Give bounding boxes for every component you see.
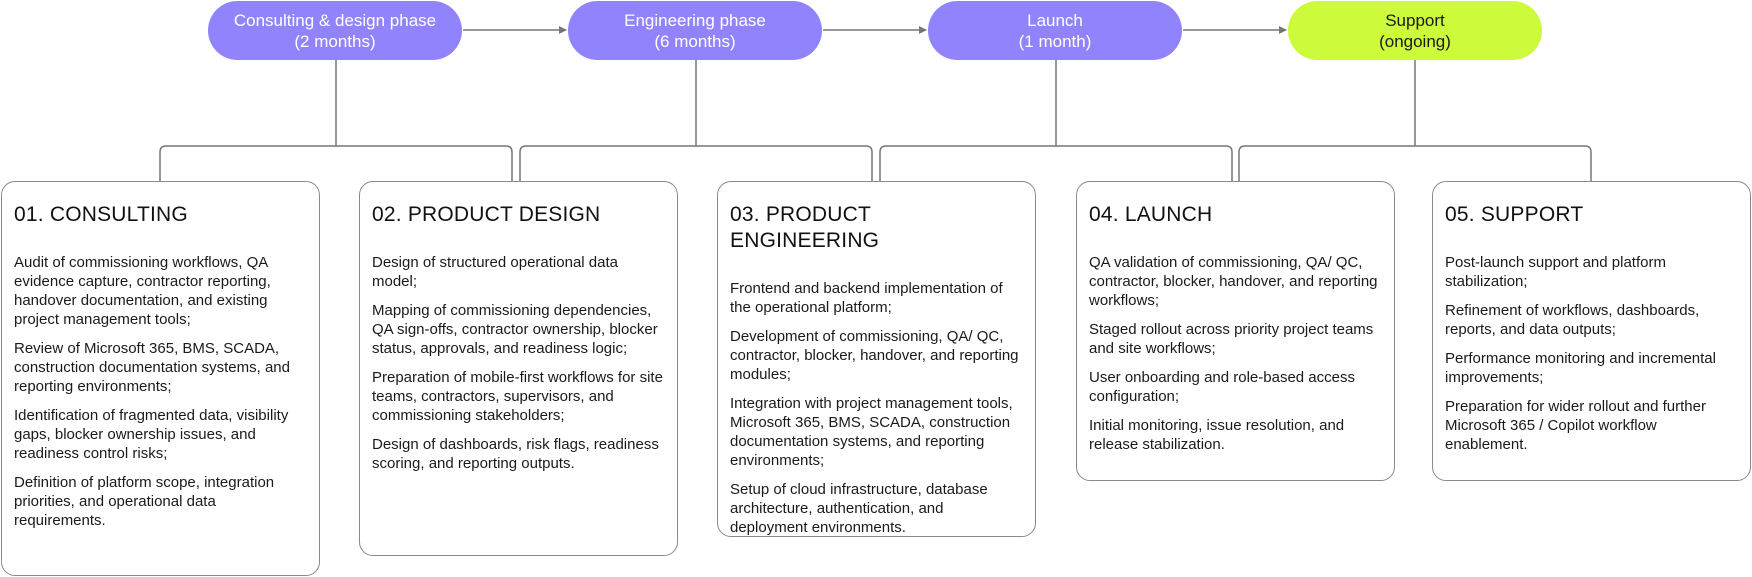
stage-item: Initial monitoring, issue resolution, an…	[1089, 417, 1345, 453]
phase-name: Engineering phase	[624, 10, 766, 30]
stage-item-list: Post-launch support and platform stabili…	[1445, 253, 1738, 454]
phase-name: Support	[1385, 10, 1445, 30]
phase-duration: (6 months)	[654, 31, 736, 51]
bracket-phase-2	[519, 60, 873, 181]
bracket-phase-1	[159, 60, 513, 181]
stage-item: Staged rollout across priority project t…	[1089, 321, 1374, 357]
stage-item: Preparation for wider rollout and furthe…	[1445, 398, 1706, 453]
stage-item-list: QA validation of commissioning, QA/ QC, …	[1089, 253, 1382, 454]
phase-duration: (2 months)	[294, 31, 376, 51]
stage-item: Design of dashboards, risk flags, readin…	[372, 436, 659, 472]
stage-item: User onboarding and role-based access co…	[1089, 369, 1355, 405]
stage-item: Integration with project management tool…	[730, 395, 1013, 469]
stage-title: 02. PRODUCT DESIGN	[372, 203, 601, 226]
phase-duration: (ongoing)	[1379, 31, 1451, 51]
stage-card-product-design: 02. PRODUCT DESIGN Design of structured …	[359, 181, 678, 556]
stage-item: Identification of fragmented data, visib…	[14, 407, 289, 462]
stage-item: Setup of cloud infrastructure, database …	[730, 481, 988, 536]
stage-card-launch: 04. LAUNCH QA validation of commissionin…	[1076, 181, 1395, 481]
phase-duration: (1 month)	[1018, 31, 1092, 51]
stage-title: 03. PRODUCT ENGINEERING	[730, 203, 880, 252]
stage-item: Development of commissioning, QA/ QC, co…	[730, 328, 1019, 383]
phase-name: Consulting & design phase	[233, 10, 437, 30]
stage-item: Frontend and backend implementation of t…	[730, 280, 1003, 316]
stage-title: 01. CONSULTING	[14, 203, 188, 226]
stage-item: Mapping of commissioning dependencies, Q…	[372, 302, 658, 357]
stage-item-list: Design of structured operational data mo…	[372, 253, 665, 473]
bracket-phase-4	[1238, 60, 1592, 181]
stage-item: Review of Microsoft 365, BMS, SCADA, con…	[14, 340, 290, 395]
stage-item: Performance monitoring and incremental i…	[1445, 350, 1716, 386]
stage-card-consulting: 01. CONSULTING Audit of commissioning wo…	[1, 181, 320, 576]
phase-name: Launch	[1027, 10, 1083, 30]
stage-card-support: 05. SUPPORT Post-launch support and plat…	[1432, 181, 1751, 481]
stage-item: QA validation of commissioning, QA/ QC, …	[1089, 254, 1378, 309]
phase-consulting-design: Consulting & design phase (2 months)	[208, 1, 462, 60]
stage-item-list: Frontend and backend implementation of t…	[730, 279, 1023, 537]
stage-item-list: Audit of commissioning workflows, QA evi…	[14, 253, 307, 530]
stage-item: Post-launch support and platform stabili…	[1445, 254, 1666, 290]
stage-item: Design of structured operational data mo…	[372, 254, 618, 290]
stage-item: Preparation of mobile-first workflows fo…	[372, 369, 663, 424]
phase-launch: Launch (1 month)	[928, 1, 1182, 60]
stage-card-product-engineering: 03. PRODUCT ENGINEERING Frontend and bac…	[717, 181, 1036, 537]
phase-support: Support (ongoing)	[1288, 1, 1542, 60]
stage-item: Refinement of workflows, dashboards, rep…	[1445, 302, 1700, 338]
phase-engineering: Engineering phase (6 months)	[568, 1, 822, 60]
stage-item: Audit of commissioning workflows, QA evi…	[14, 254, 271, 328]
bracket-phase-3	[879, 60, 1233, 181]
stage-item: Definition of platform scope, integratio…	[14, 474, 275, 529]
stage-title: 05. SUPPORT	[1445, 203, 1584, 226]
stage-title: 04. LAUNCH	[1089, 203, 1213, 226]
